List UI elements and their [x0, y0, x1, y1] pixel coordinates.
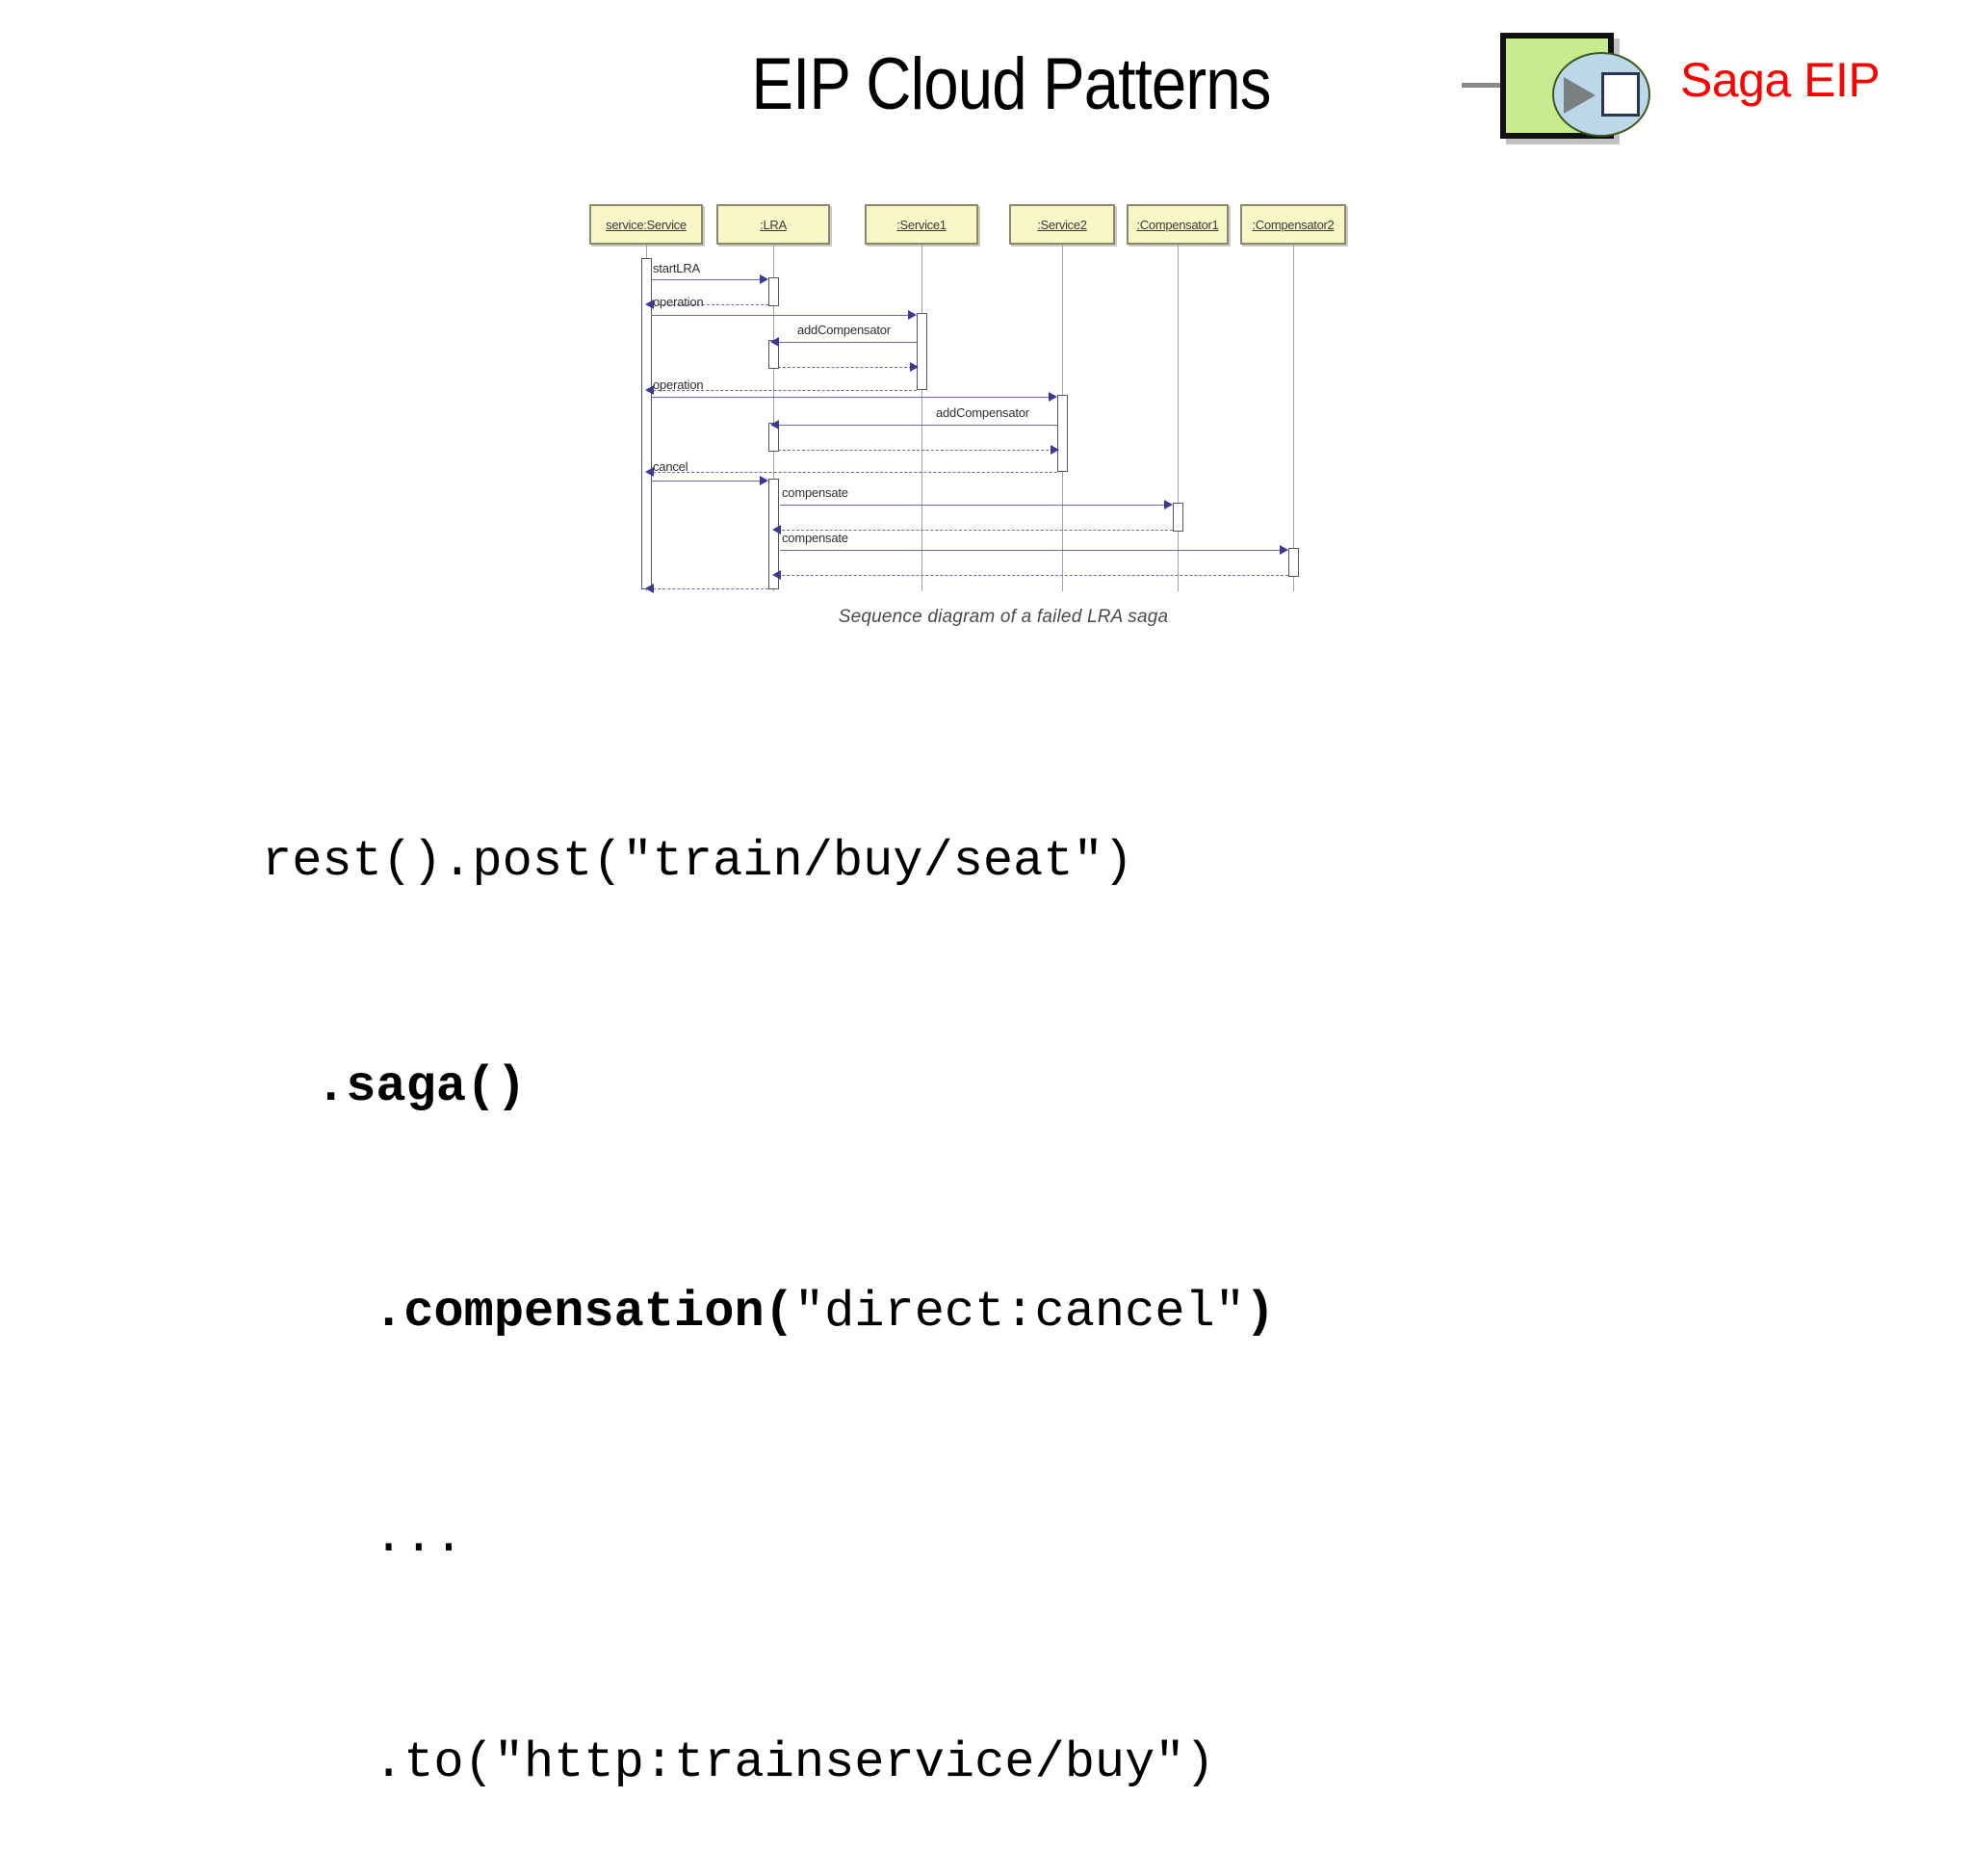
message-label: cancel	[653, 459, 688, 474]
code-line-5: .to("http:trainservice/buy")	[374, 1734, 1215, 1791]
message-label: compensate	[782, 485, 848, 500]
activation-compensator1	[1173, 503, 1183, 532]
square-icon	[1601, 72, 1640, 117]
return-line-compensate-2	[782, 575, 1288, 576]
arrow-head-icon	[1049, 392, 1057, 402]
saga-eip-icon	[1462, 29, 1650, 149]
lifeline-box-compensator2: :Compensator2	[1240, 204, 1346, 245]
code-compensation-close: )	[1244, 1284, 1276, 1341]
lifeline-label: :Compensator1	[1136, 217, 1219, 232]
code-line-3: .compensation("direct:cancel")	[262, 1275, 1275, 1350]
arrow-head-icon	[645, 300, 654, 309]
lifeline-box-lra: :LRA	[716, 204, 830, 245]
return-line-addcompensator-1	[778, 367, 917, 368]
message-line-compensate-2	[780, 550, 1286, 551]
lifeline-stem-compensator2	[1293, 245, 1294, 591]
page-title: EIP Cloud Patterns	[751, 43, 1271, 125]
activation-service1	[917, 313, 927, 390]
message-label: operation	[653, 295, 704, 309]
message-line-operation-2	[651, 397, 1051, 398]
return-line-operation-1	[653, 390, 917, 391]
lifeline-stem-service1	[921, 245, 922, 591]
arrow-head-icon	[772, 570, 781, 580]
activation-compensator2	[1288, 548, 1299, 577]
lifeline-label: :Service1	[896, 217, 947, 232]
inbound-arrow-line-icon	[1462, 83, 1525, 88]
message-label: operation	[653, 378, 704, 392]
arrow-head-icon	[645, 467, 654, 477]
arrow-head-icon	[1164, 500, 1173, 509]
lifeline-label: :LRA	[760, 217, 787, 232]
return-line-compensate-1	[782, 530, 1173, 531]
activation-lra-startlra	[768, 277, 779, 306]
lifeline-label: :Service2	[1037, 217, 1087, 232]
code-snippet: rest().post("train/buy/seat") .saga() .c…	[262, 674, 1275, 1876]
triangle-arrow-icon	[1564, 77, 1596, 114]
code-line-2: .saga()	[262, 1050, 1275, 1125]
message-line-startlra	[651, 279, 766, 280]
message-line-compensate-1	[780, 505, 1171, 506]
arrow-head-icon	[760, 274, 768, 284]
return-line-cancel	[653, 588, 768, 589]
activation-service2	[1057, 395, 1068, 472]
code-compensation-arg: "direct:cancel"	[793, 1284, 1245, 1341]
arrow-head-icon	[645, 385, 654, 395]
message-line-addcompensator-2	[778, 425, 1057, 426]
code-compensation-call: .compensation(	[374, 1284, 794, 1341]
arrow-head-icon	[908, 310, 917, 320]
lifeline-box-service1: :Service1	[865, 204, 978, 245]
message-line-cancel	[651, 481, 766, 482]
code-saga-call: .saga()	[316, 1058, 527, 1115]
saga-eip-badge-label: Saga EIP	[1680, 53, 1881, 107]
lifeline-stem-lra	[773, 245, 774, 591]
arrow-head-icon	[1280, 545, 1288, 555]
message-label: startLRA	[653, 261, 700, 275]
lifeline-stem-compensator1	[1178, 245, 1179, 591]
arrow-head-icon	[770, 337, 779, 347]
arrow-head-icon	[1051, 445, 1059, 455]
message-line-operation-1	[651, 315, 911, 316]
diagram-caption: Sequence diagram of a failed LRA saga	[838, 607, 1169, 627]
message-label: compensate	[782, 531, 848, 545]
return-line-startlra	[653, 304, 768, 305]
arrow-head-icon	[645, 584, 654, 593]
arrow-head-icon	[760, 476, 768, 485]
icon-frame	[1500, 33, 1650, 139]
lifeline-box-service: service:Service	[589, 204, 703, 245]
lifeline-label: service:Service	[606, 217, 687, 232]
lifeline-label: :Compensator2	[1252, 217, 1335, 232]
return-line-operation-2	[653, 472, 1057, 473]
arrow-head-icon	[770, 420, 779, 430]
arrow-head-icon	[910, 362, 919, 372]
sequence-diagram: service:Service :LRA :Service1 :Service2…	[589, 204, 1417, 638]
lifeline-box-compensator1: :Compensator1	[1127, 204, 1229, 245]
return-line-addcompensator-2	[778, 450, 1053, 451]
message-label: addCompensator	[797, 323, 891, 337]
code-line-1: rest().post("train/buy/seat")	[262, 833, 1133, 890]
message-label: addCompensator	[936, 405, 1029, 420]
lifeline-box-service2: :Service2	[1009, 204, 1115, 245]
code-line-4: ...	[374, 1509, 464, 1566]
arrow-head-icon	[772, 525, 781, 534]
message-line-addcompensator-1	[778, 342, 917, 343]
